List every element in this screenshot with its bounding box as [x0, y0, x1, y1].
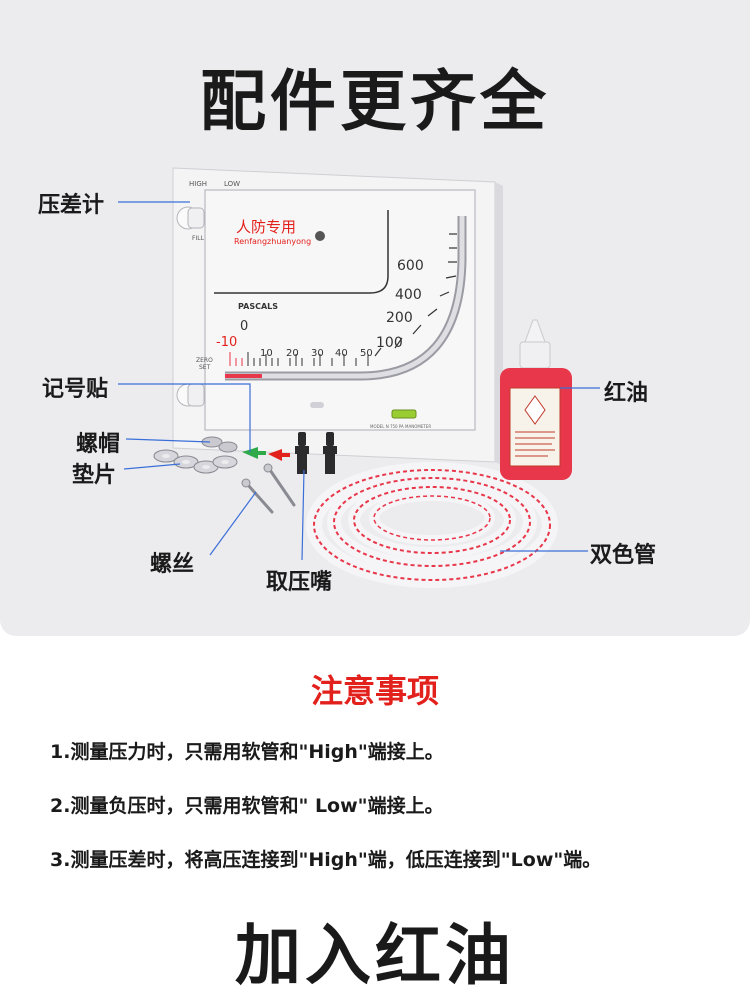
product-illustration: HIGH LOW FILL ZERO SET 人防专用 Renfangzhuan… — [118, 167, 600, 588]
notice-item: 3.测量压差时，将高压连接到"High"端，低压连接到"Low"端。 — [50, 849, 602, 871]
screws — [241, 463, 296, 514]
notice-title: 注意事项 — [310, 672, 439, 710]
callout-nozzle: 取压嘴 — [266, 570, 333, 595]
gauge-model-label: MODEL N 750 PA MANOMETER — [370, 424, 431, 429]
gauge-zero: 0 — [240, 319, 248, 334]
manometer: HIGH LOW FILL ZERO SET 人防专用 Renfangzhuan… — [172, 167, 503, 466]
gauge-tick-label: 50 — [360, 348, 373, 359]
callout-red-oil: 红油 — [604, 381, 649, 406]
gauge-tick-label: 40 — [335, 348, 348, 359]
callout-leaders — [118, 201, 600, 561]
callout-gauge: 压差计 — [38, 193, 105, 218]
gauge-tick-label: 600 — [397, 258, 424, 274]
gauge-fill-label: FILL — [192, 235, 205, 242]
marker-sticker — [242, 447, 290, 461]
callout-screw: 螺丝 — [150, 552, 195, 577]
gauge-low-label: LOW — [224, 180, 240, 188]
notice-item: 1.测量压力时，只需用软管和"High"端接上。 — [50, 741, 444, 763]
gauge-tick-label: 10 — [260, 348, 273, 359]
gauge-brand: 人防专用 — [236, 218, 296, 236]
gauge-pascals-label: PASCALS — [238, 302, 278, 311]
nuts-washers — [153, 436, 238, 474]
callout-washer: 垫片 — [72, 463, 117, 488]
dual-color-tube — [306, 462, 558, 588]
page-title: 配件更齐全 — [200, 63, 550, 140]
pressure-nozzles — [295, 432, 337, 474]
gauge-tick-label: 400 — [395, 287, 422, 303]
callout-sticker: 记号贴 — [42, 377, 109, 402]
red-oil-bottle — [500, 319, 572, 480]
gauge-set-label: SET — [199, 364, 211, 371]
gauge-brand-pinyin: Renfangzhuanyong — [234, 237, 311, 246]
gauge-tick-label: 30 — [311, 348, 324, 359]
callout-nut: 螺帽 — [76, 432, 121, 457]
notice-item: 2.测量负压时，只需用软管和" Low"端接上。 — [50, 795, 444, 817]
gauge-tick-label: 200 — [386, 310, 413, 326]
gauge-zero-label: ZERO — [196, 357, 213, 364]
gauge-high-label: HIGH — [189, 180, 207, 188]
gauge-neg-ten: -10 — [216, 335, 237, 350]
gauge-tick-label: 20 — [286, 348, 299, 359]
callout-tube: 双色管 — [590, 543, 657, 568]
footer-title: 加入红油 — [235, 917, 515, 994]
gauge-tick-label: 100 — [376, 335, 403, 351]
